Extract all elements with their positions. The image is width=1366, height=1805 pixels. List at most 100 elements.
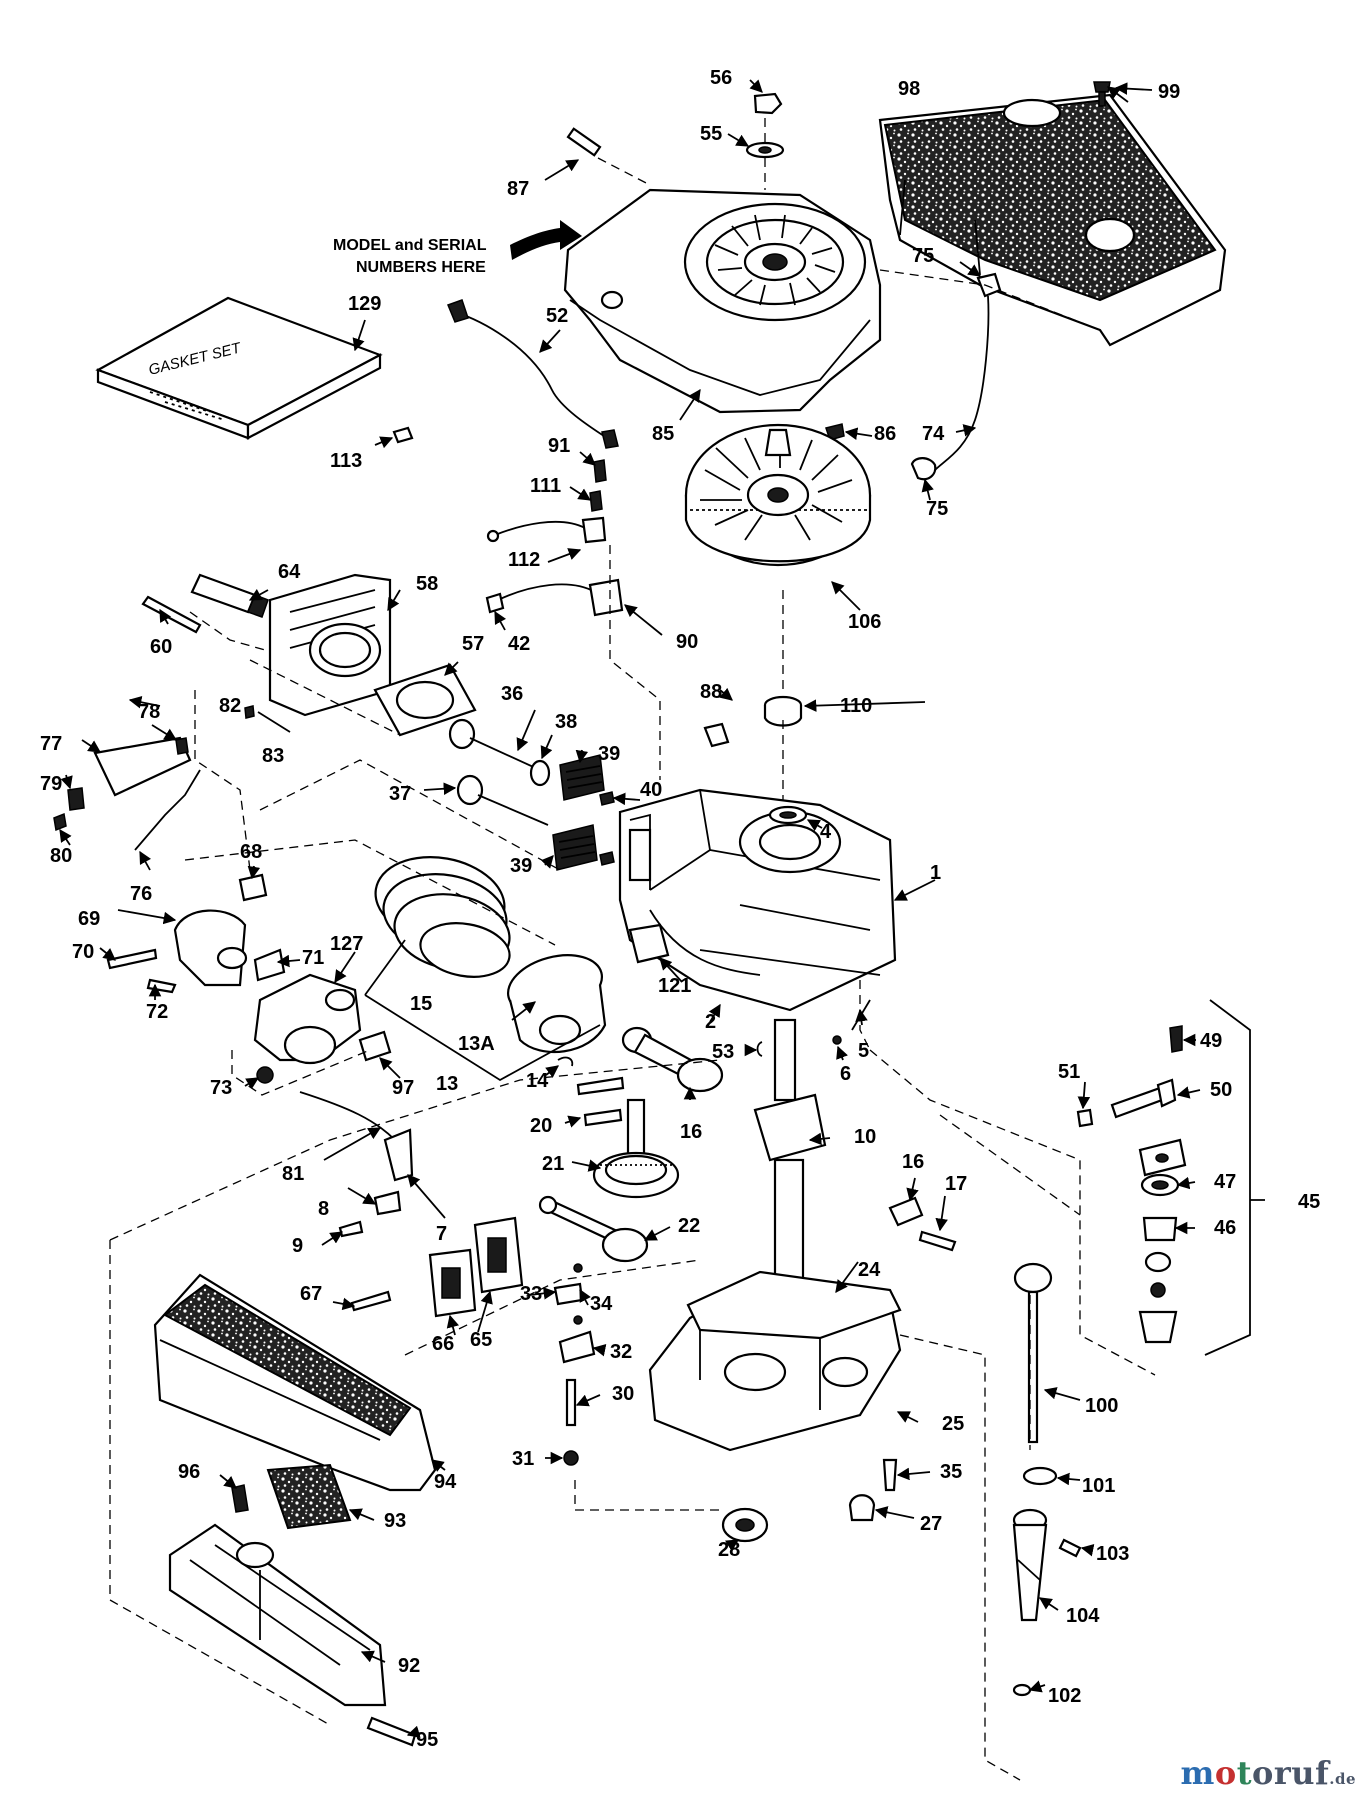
callout-82: 82 (219, 695, 241, 717)
callout-36: 36 (501, 683, 523, 705)
valve-36 (448, 718, 541, 771)
callout-7: 7 (436, 1223, 447, 1245)
bracket-77 (93, 736, 192, 797)
callout-92: 92 (398, 1655, 420, 1677)
callout-30: 30 (612, 1383, 634, 1405)
callout-13: 13 (436, 1073, 458, 1095)
bolt-72 (146, 978, 177, 994)
gasket-set-box (95, 296, 383, 440)
callout-9: 9 (292, 1235, 303, 1257)
watermark-letter: m (1180, 1754, 1215, 1792)
gasket-121 (628, 923, 670, 964)
air-cleaner-cover-94 (153, 1273, 437, 1492)
callout-8: 8 (318, 1198, 329, 1220)
callout-85: 85 (652, 423, 674, 445)
callout-13A: 13A (458, 1033, 495, 1055)
pin-16b (888, 1196, 924, 1227)
callout-17: 17 (945, 1173, 967, 1195)
callout-57: 57 (462, 633, 484, 655)
callout-46: 46 (1214, 1217, 1236, 1239)
callout-32: 32 (610, 1341, 632, 1363)
callout-90: 90 (676, 631, 698, 653)
washer-6 (832, 1035, 842, 1045)
motoruf-watermark: motoruf.de (1181, 1754, 1356, 1792)
part-79 (67, 787, 85, 811)
callout-16b: 16 (902, 1151, 924, 1173)
air-cleaner-base-92 (168, 1523, 387, 1707)
nut-and-washer (745, 92, 785, 159)
link-81 (299, 1091, 396, 1141)
callout-121: 121 (658, 975, 691, 997)
callout-98: 98 (898, 78, 920, 100)
callout-129: 129 (348, 293, 381, 315)
callout-72: 72 (146, 1001, 168, 1023)
dipstick-100 (1013, 1262, 1053, 1444)
callout-15: 15 (410, 993, 432, 1015)
callout-1: 1 (930, 862, 941, 884)
bolt-87 (566, 127, 602, 157)
callouts-layer: 12456789101313A1415161617202122242527283… (40, 67, 1320, 1751)
oil-sump (648, 1270, 902, 1452)
callout-28: 28 (718, 1539, 740, 1561)
callout-40: 40 (640, 779, 662, 801)
callout-22: 22 (678, 1215, 700, 1237)
camshaft-21 (592, 1098, 680, 1199)
callout-21: 21 (542, 1153, 564, 1175)
blower-housing (563, 188, 882, 414)
callout-39a: 39 (598, 743, 620, 765)
leader-arrows (59, 79, 1201, 1738)
callout-93: 93 (384, 1510, 406, 1532)
lever-22 (538, 1195, 649, 1263)
callout-77: 77 (40, 733, 62, 755)
callout-100: 100 (1085, 1395, 1118, 1417)
piston-13a (506, 954, 607, 1054)
callout-34: 34 (590, 1293, 613, 1315)
cylinder-head (268, 573, 392, 717)
bolt-95 (366, 1716, 417, 1747)
callout-2: 2 (705, 1011, 716, 1033)
watermark-letter: f (1314, 1754, 1330, 1792)
callout-75b: 75 (926, 498, 948, 520)
screw-78 (175, 737, 189, 755)
bracket-45a (1138, 1138, 1187, 1177)
callout-96: 96 (178, 1461, 200, 1483)
part-51 (1076, 1108, 1094, 1128)
wire-83 (257, 711, 291, 733)
callout-76: 76 (130, 883, 152, 905)
model-serial-label-line1: MODEL and SERIAL (333, 237, 487, 254)
watermark-brand: motoruf (1181, 1754, 1330, 1792)
callout-25: 25 (942, 1413, 964, 1435)
clip-14 (557, 1056, 574, 1067)
callout-4: 4 (820, 821, 832, 843)
callout-31: 31 (512, 1448, 534, 1470)
ignition-module-90 (485, 578, 624, 617)
link-76 (134, 769, 201, 851)
watermark-letter: o (1252, 1754, 1274, 1792)
washer-31 (563, 1450, 579, 1466)
screw-67 (350, 1290, 392, 1312)
gasket-65 (473, 1216, 524, 1294)
callout-6: 6 (840, 1063, 851, 1085)
callout-97: 97 (392, 1077, 414, 1099)
callout-53: 53 (712, 1041, 734, 1063)
callout-69: 69 (78, 908, 100, 930)
plug-27 (848, 1494, 876, 1522)
intake-69 (173, 909, 248, 987)
model-serial-label-line2: NUMBERS HERE (356, 259, 486, 276)
screw-96 (231, 1484, 249, 1513)
washer-34b (573, 1315, 583, 1325)
bushing-46 (1142, 1216, 1178, 1242)
washer-34 (573, 1263, 583, 1273)
seal-28 (721, 1507, 769, 1543)
callout-95: 95 (416, 1729, 438, 1751)
fill-tube-104 (1012, 1508, 1048, 1622)
callout-87: 87 (507, 178, 529, 200)
callout-101: 101 (1082, 1475, 1115, 1497)
callout-66: 66 (432, 1333, 454, 1355)
callout-58: 58 (416, 573, 438, 595)
seal-47 (1140, 1173, 1180, 1197)
bolt-70 (106, 948, 158, 970)
bolt-60 (141, 595, 202, 634)
